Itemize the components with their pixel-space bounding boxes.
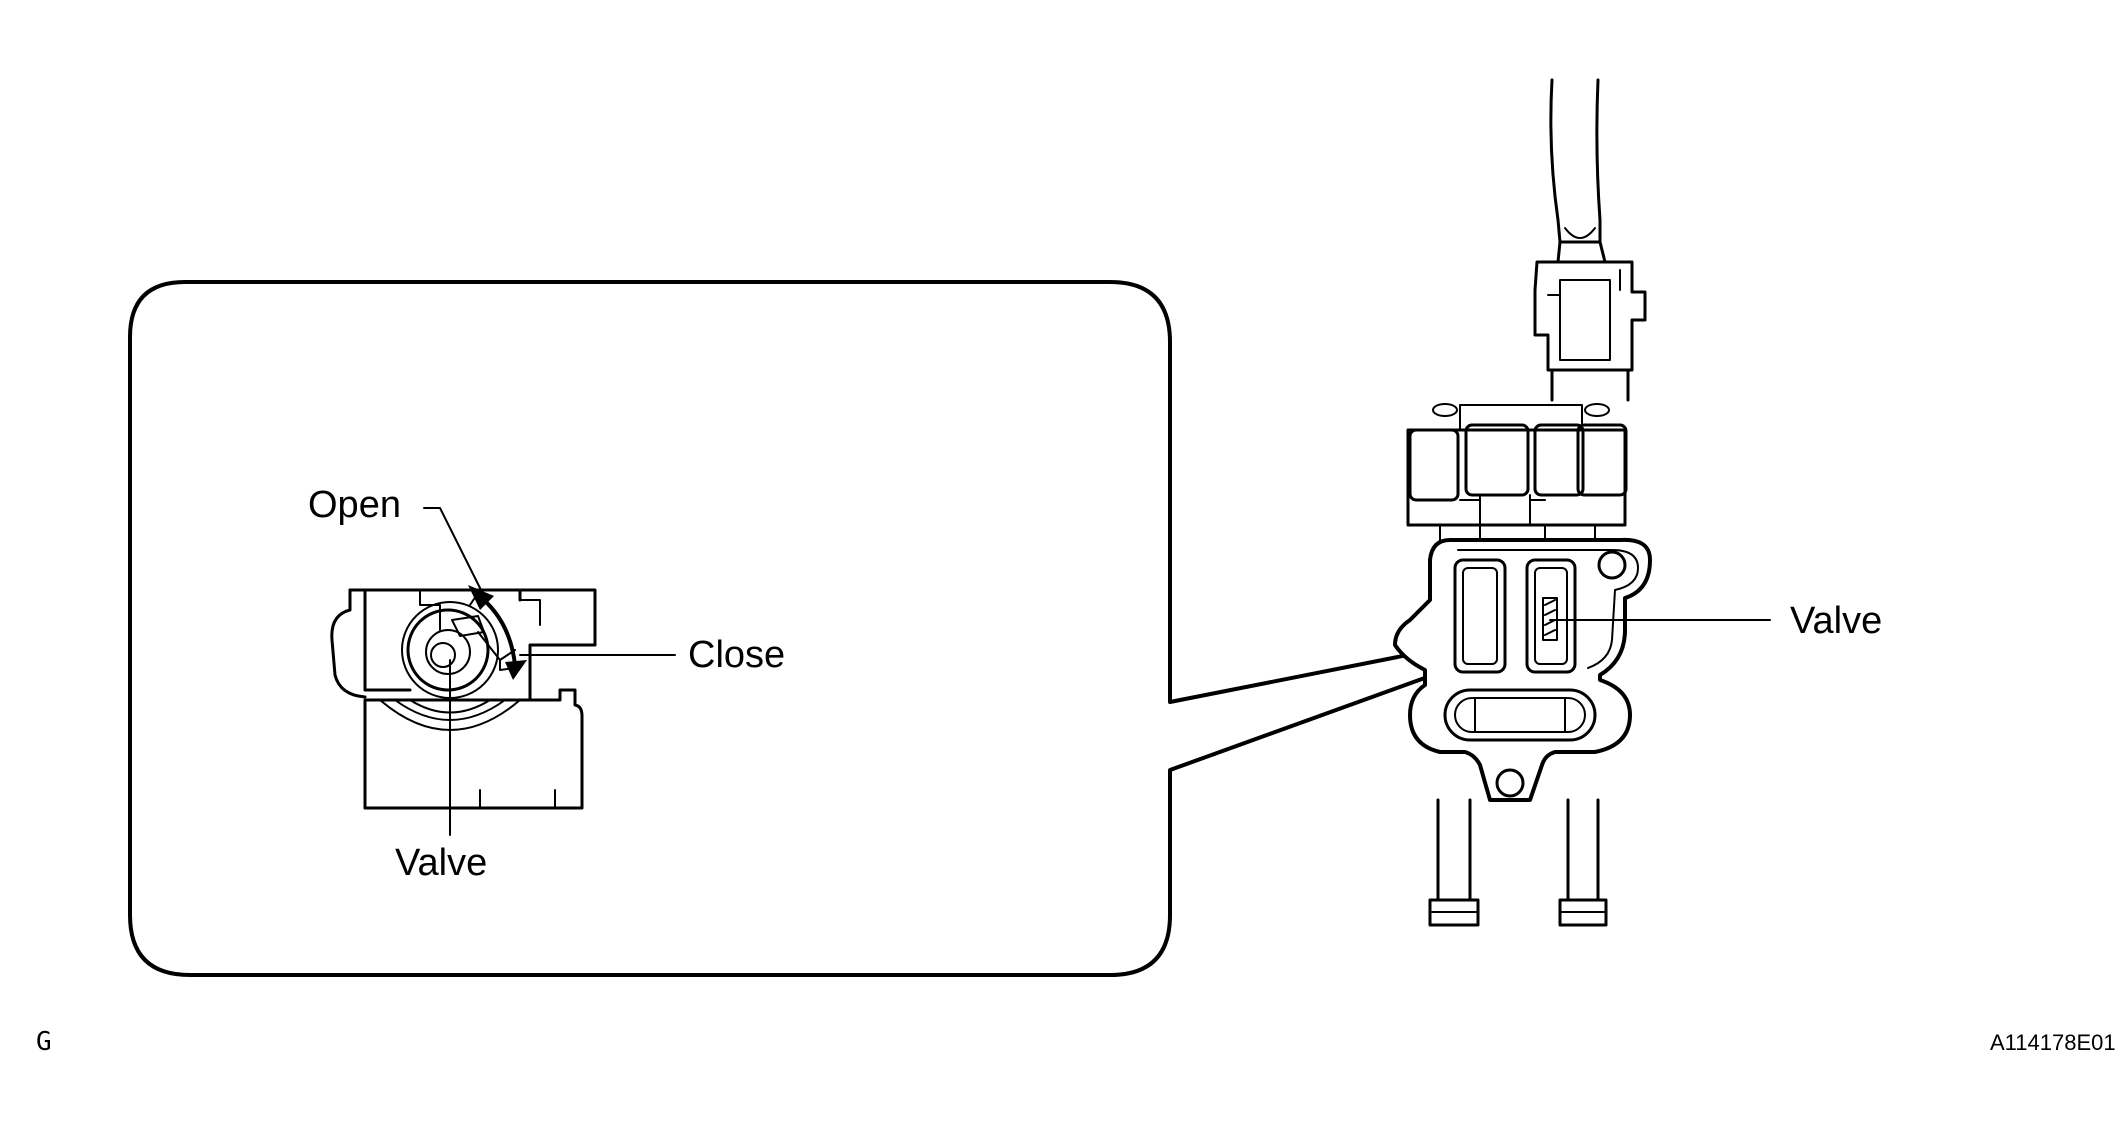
open-close-arrow [468, 585, 527, 680]
detail-callout: Open Close Valve [128, 280, 1587, 977]
valve-detail-label: Valve [395, 842, 487, 884]
pipe-left [1428, 798, 1480, 927]
main-valve-assembly: Valve [1393, 78, 1882, 927]
open-label: Open [308, 484, 401, 526]
valve-flange [1393, 537, 1652, 802]
connector [1533, 240, 1647, 402]
open-leader-line [423, 507, 486, 599]
wire-cable [1549, 78, 1602, 244]
figure-id: A114178E01 [1990, 1030, 2116, 1055]
valve-upper-body [1406, 403, 1628, 546]
valve-section-view [330, 588, 597, 810]
pipe-right [1558, 798, 1608, 927]
corner-letter: G [36, 1027, 52, 1057]
close-label: Close [688, 634, 785, 676]
callout-frame [128, 280, 1587, 977]
valve-main-label: Valve [1790, 600, 1882, 642]
